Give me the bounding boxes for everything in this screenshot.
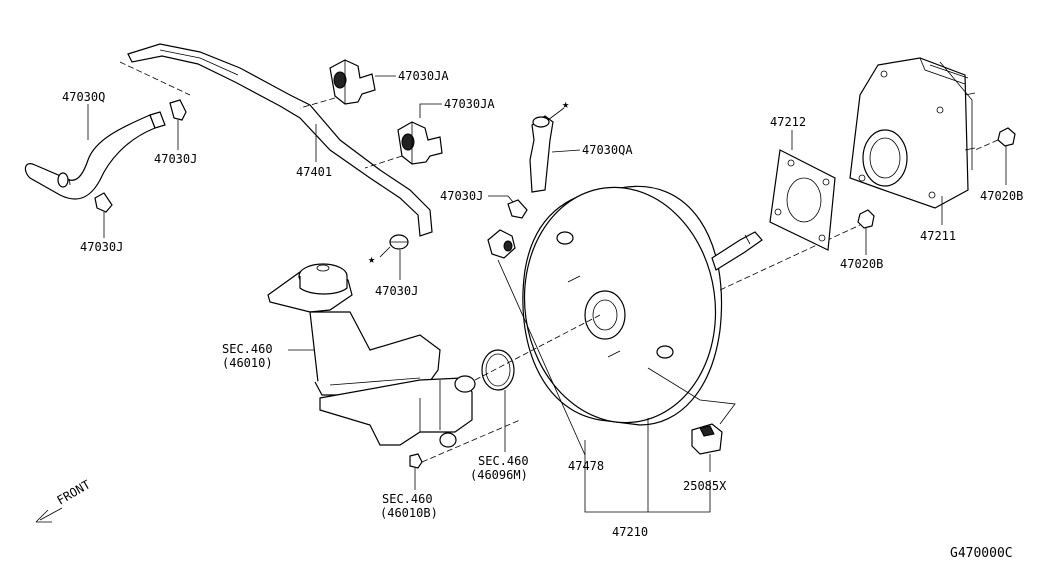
vacuum-tube-47401 [127, 43, 433, 237]
vacuum-hose-47030qa [529, 115, 554, 193]
hose-clip-47030j-tube [389, 234, 409, 250]
label-47030q: 47030Q [62, 90, 105, 104]
label-47030j-booster: 47030J [440, 189, 483, 203]
label-47030j-lower: 47030J [80, 240, 123, 254]
label-nut-sec: SEC.460 [382, 492, 433, 506]
label-47211: 47211 [920, 229, 956, 243]
leader-sensor-bracket [647, 367, 736, 425]
nut-46010b [409, 453, 423, 469]
label-47478: 47478 [568, 459, 604, 473]
label-47030j-upper: 47030J [154, 152, 197, 166]
nut-47020b-1 [997, 127, 1016, 147]
check-valve-47030ja-1 [329, 59, 376, 105]
label-47020b-2: 47020B [840, 257, 883, 271]
label-o-ring-sec: SEC.460 [478, 454, 529, 468]
front-arrow [35, 507, 63, 523]
nut-47020b-2 [857, 209, 875, 229]
diagram-id: G470000C [950, 546, 1013, 561]
leader-47030ja-2 [419, 103, 442, 118]
sensor-25085x [691, 423, 723, 455]
label-47030qa: 47030QA [582, 143, 633, 157]
leader-47478 [497, 259, 586, 456]
label-47212: 47212 [770, 115, 806, 129]
label-25085x: 25085X [683, 479, 727, 493]
star-hose: ★ [562, 97, 569, 111]
spacer-47211 [849, 57, 976, 209]
hose-clip-47030j-upper [169, 99, 187, 121]
dash-booster-gasket [719, 224, 861, 291]
star-tube: ★ [368, 252, 375, 266]
o-ring-46096m [481, 349, 515, 391]
label-47020b-1: 47020B [980, 189, 1023, 203]
leader-47030qa [551, 149, 581, 153]
gasket-47212 [769, 149, 836, 251]
booster-connector-47478 [487, 229, 516, 259]
leader-47030j-booster [488, 195, 514, 203]
master-cylinder-body [319, 375, 476, 448]
label-o-ring-code: (46096M) [470, 468, 528, 482]
label-47030j-tube: 47030J [375, 284, 418, 298]
dash-nut-spacer [974, 139, 999, 151]
hose-clip-47030j-lower [94, 192, 113, 213]
dash-valve-1 [299, 97, 336, 109]
label-nut-code: (46010B) [380, 506, 438, 520]
leader-47030j-tube [379, 246, 391, 258]
dash-valve-2 [364, 155, 403, 169]
hose-clip-47030j-booster [507, 199, 528, 219]
leader-star-hose [547, 107, 565, 121]
label-47401: 47401 [296, 165, 332, 179]
leader-47210 [584, 418, 711, 513]
brake-booster-47210 [522, 185, 763, 426]
label-master-cyl-sec: SEC.460 [222, 342, 273, 356]
label-47030ja-1: 47030JA [398, 69, 449, 83]
label-master-cyl-code: (46010) [222, 356, 273, 370]
check-valve-47030ja-2 [397, 121, 443, 165]
vacuum-hose-47030q [24, 111, 166, 200]
label-47210: 47210 [612, 525, 648, 539]
dash-master-booster [474, 314, 601, 381]
front-label: FRONT [55, 477, 93, 507]
dash-tube-to-hose [119, 61, 191, 96]
label-47030ja-2: 47030JA [444, 97, 495, 111]
